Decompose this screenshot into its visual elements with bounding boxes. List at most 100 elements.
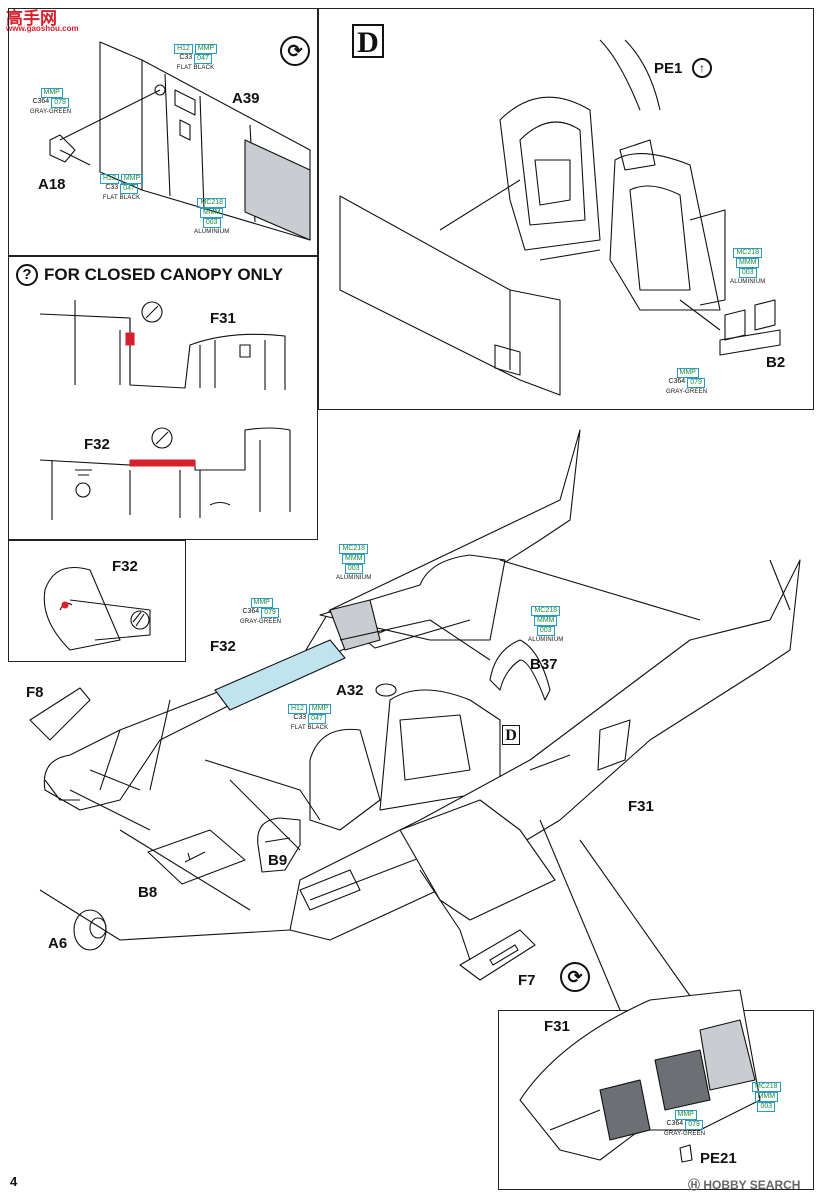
code-name: ALUMINIUM: [194, 229, 230, 235]
step-d-label: D: [352, 24, 384, 59]
rotate-icon: ⟳: [280, 36, 310, 66]
label-f32-inset: F32: [84, 436, 110, 453]
panel-step-d: [318, 8, 814, 410]
code-c: C364: [242, 608, 260, 615]
code-n: 047: [194, 54, 212, 64]
code-n: 079: [51, 98, 69, 108]
code-mmm: MMM: [533, 616, 558, 626]
label-pe21: PE21: [700, 1150, 737, 1167]
label-f7: F7: [518, 972, 536, 989]
code-name: ALUMINIUM: [528, 637, 564, 643]
watermark-url: www.gaoshou.com: [6, 24, 79, 33]
step-d-text: D: [357, 26, 379, 59]
code-name: FLAT BLACK: [102, 195, 141, 201]
code-n: 003: [738, 268, 757, 278]
code-mc: MC218: [733, 248, 763, 258]
closed-canopy-text: FOR CLOSED CANOPY ONLY: [44, 265, 283, 284]
label-f31-main: F31: [628, 798, 654, 815]
label-b8: B8: [138, 884, 158, 901]
label-b37: B37: [530, 656, 558, 673]
code-mmm: MMM: [754, 1092, 779, 1102]
pe1-direction-icon: ↑: [692, 58, 712, 78]
part-step-d-drawing: [339, 39, 781, 396]
rotate-icon-bottom: ⟳: [560, 962, 590, 992]
code-mc: MC218: [531, 606, 561, 616]
code-mmp: MMP: [674, 1110, 697, 1120]
step-d-label-small: D: [502, 725, 520, 745]
code-c: C33: [179, 54, 193, 61]
label-a18: A18: [38, 176, 66, 193]
code-n: 003: [344, 564, 363, 574]
code-mmp: MMP: [250, 598, 273, 608]
code-mmp: MMP: [120, 174, 144, 184]
code-c: C364: [32, 98, 50, 105]
code-name: GRAY-GREEN: [30, 109, 72, 115]
label-b9: B9: [268, 852, 288, 869]
part-f31-detail-drawing: [519, 989, 761, 1163]
part-a39-drawing: [49, 41, 311, 241]
part-fuselage-main-drawing: [29, 429, 801, 1011]
part-f32-inset-drawing: [39, 427, 291, 520]
code-n: 047: [308, 714, 326, 724]
code-mmm: MMM: [341, 554, 366, 564]
code-mmm: MMM: [735, 258, 760, 268]
closed-canopy-heading: ? FOR CLOSED CANOPY ONLY: [16, 264, 283, 286]
code-n: 003: [757, 1102, 776, 1112]
paint-code-aluminium-4: MC218 MMM 003 ALUMINIUM: [528, 606, 563, 644]
code-name: GRAY-GREEN: [240, 619, 282, 625]
code-mmp: MMP: [40, 88, 63, 98]
code-mc: MC218: [197, 198, 227, 208]
code-n: 003: [202, 218, 221, 228]
code-mmp: MMP: [308, 704, 332, 714]
code-h: H12: [100, 174, 119, 184]
label-f32-main: F32: [210, 638, 236, 655]
panel-f32-detail: [8, 540, 186, 662]
code-c: C364: [668, 378, 686, 385]
code-h: H12: [174, 44, 193, 54]
label-a32: A32: [336, 682, 364, 699]
code-mc: MC218: [752, 1082, 781, 1092]
code-n: 003: [536, 626, 555, 636]
code-name: GRAY-GREEN: [664, 1131, 706, 1137]
label-f31-inset: F31: [210, 310, 236, 327]
paint-code-aluminium-5: MC218 MMM 003: [752, 1082, 781, 1112]
label-b2: B2: [766, 354, 786, 371]
question-icon: ?: [16, 264, 38, 286]
label-a39: A39: [232, 90, 260, 107]
code-n: 079: [685, 1120, 703, 1130]
code-mmp: MMP: [194, 44, 218, 54]
code-name: FLAT BLACK: [176, 65, 215, 71]
code-mmp: MMP: [676, 368, 699, 378]
code-n: 079: [687, 378, 705, 388]
label-f8: F8: [26, 684, 44, 701]
panel-a39: [8, 8, 318, 256]
code-name: FLAT BLACK: [290, 725, 329, 731]
code-c: C33: [105, 184, 119, 191]
code-c: C364: [666, 1120, 684, 1127]
part-f31-inset-drawing: [39, 300, 286, 390]
code-name: GRAY-GREEN: [666, 389, 708, 395]
code-h: H12: [288, 704, 307, 714]
code-c: C33: [293, 714, 307, 721]
label-f32-side: F32: [112, 558, 138, 575]
label-a6: A6: [48, 935, 68, 952]
step-d-small-text: D: [505, 727, 517, 744]
code-mmm: MMM: [199, 208, 224, 218]
paint-code-aluminium-3: MC218 MMM 003 ALUMINIUM: [336, 544, 371, 582]
hobby-search-icon: Ⓗ: [688, 1178, 704, 1192]
hobby-search-text: HOBBY SEARCH: [703, 1178, 801, 1192]
code-mc: MC218: [339, 544, 369, 554]
part-f32-side-drawing: [43, 566, 151, 651]
watermark-logo: 高手网: [6, 4, 57, 29]
code-n: 047: [120, 184, 138, 194]
code-name: ALUMINIUM: [730, 279, 766, 285]
paint-code-aluminium: MC218 MMM 003 ALUMINIUM: [194, 198, 229, 236]
